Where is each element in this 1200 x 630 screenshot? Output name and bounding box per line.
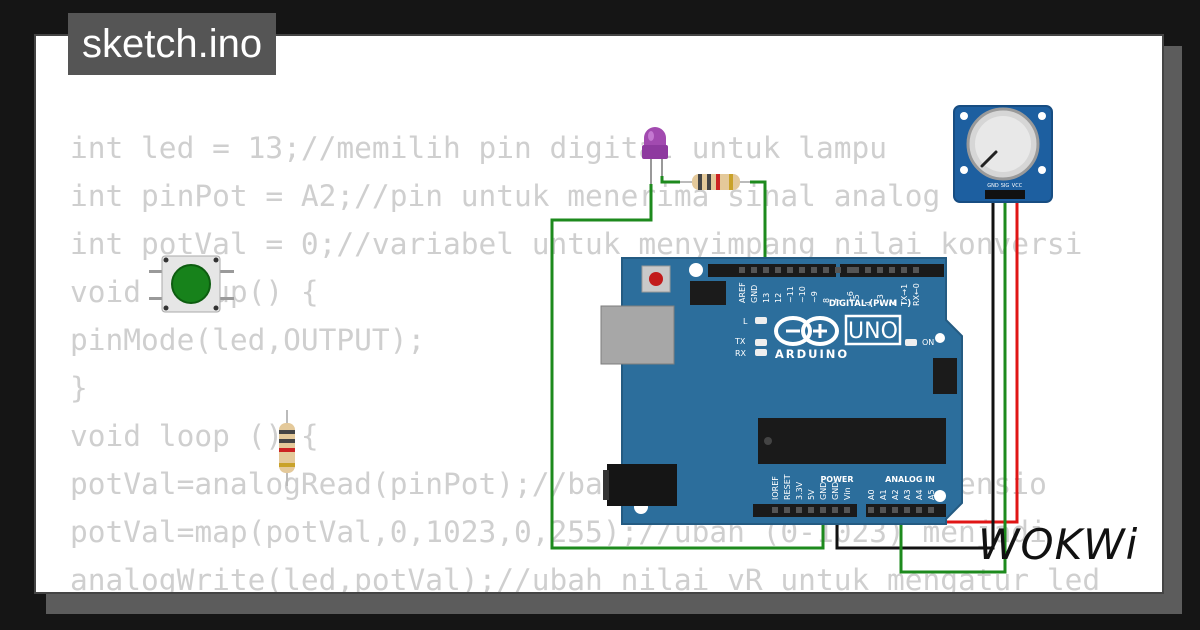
pin-label: ~9 bbox=[810, 291, 819, 303]
pin-label: A5 bbox=[927, 489, 936, 500]
header-pin[interactable] bbox=[787, 267, 793, 273]
pin-label: ~10 bbox=[798, 286, 807, 303]
wokwi-watermark: WOKWi bbox=[978, 520, 1139, 569]
header-pin[interactable] bbox=[772, 507, 778, 513]
pin-label: 12 bbox=[774, 293, 783, 303]
header-pin[interactable] bbox=[808, 507, 814, 513]
code-line: int potVal = 0;//variabel untuk menyimpa… bbox=[70, 227, 1083, 261]
pin-label: 2 bbox=[888, 301, 897, 306]
code-line: int pinPot = A2;//pin untuk menerima sin… bbox=[70, 179, 941, 213]
header-pin[interactable] bbox=[853, 267, 859, 273]
code-line: pinMode(led,OUTPUT); bbox=[70, 323, 426, 357]
pin-label: 13 bbox=[762, 293, 771, 303]
pin-label: RESET bbox=[783, 474, 792, 500]
pin-label: Vin bbox=[843, 487, 852, 500]
pin-label: IOREF bbox=[771, 476, 780, 500]
pot-pin-sig: SIG bbox=[1001, 183, 1010, 189]
header-pin[interactable] bbox=[877, 267, 883, 273]
header-pin[interactable] bbox=[835, 267, 841, 273]
pin-label: A1 bbox=[879, 489, 888, 500]
header-pin[interactable] bbox=[811, 267, 817, 273]
arduino-uno-board[interactable]: UNO ARDUINO DIGITAL (PWM ~) POWER ANALOG… bbox=[600, 257, 963, 525]
pin-label: GND bbox=[819, 482, 828, 500]
pin-label: AREF bbox=[738, 282, 747, 303]
header-pin[interactable] bbox=[784, 507, 790, 513]
pin-label: ~3 bbox=[876, 294, 885, 306]
file-name-tab: sketch.ino bbox=[68, 13, 277, 75]
header-pin[interactable] bbox=[928, 507, 934, 513]
header-pin[interactable] bbox=[889, 267, 895, 273]
resistor-vertical[interactable] bbox=[279, 410, 295, 486]
pot-pin-vcc: VCC bbox=[1012, 183, 1023, 189]
header-pin[interactable] bbox=[832, 507, 838, 513]
pin-label: 5V bbox=[807, 489, 816, 500]
header-pin[interactable] bbox=[847, 267, 853, 273]
pin-label: A2 bbox=[891, 489, 900, 500]
pin-label: ~5 bbox=[852, 294, 861, 306]
header-pin[interactable] bbox=[913, 267, 919, 273]
potentiometer-module[interactable]: GND SIG VCC bbox=[953, 105, 1053, 203]
resistor-horizontal[interactable] bbox=[680, 174, 750, 190]
push-button[interactable] bbox=[149, 255, 234, 313]
header-pin[interactable] bbox=[844, 507, 850, 513]
led-rx-label: RX bbox=[735, 349, 747, 358]
header-pin[interactable] bbox=[775, 267, 781, 273]
header-pin[interactable] bbox=[868, 507, 874, 513]
pin-label: A4 bbox=[915, 489, 924, 500]
header-pin[interactable] bbox=[799, 267, 805, 273]
power-section-label: POWER bbox=[820, 475, 853, 484]
board-model-label: UNO bbox=[848, 319, 898, 344]
pin-label: A3 bbox=[903, 489, 912, 500]
header-pin[interactable] bbox=[901, 267, 907, 273]
header-pin[interactable] bbox=[916, 507, 922, 513]
pin-label: 8 bbox=[822, 298, 831, 303]
knob-indicator bbox=[980, 150, 998, 168]
led-tx-label: TX bbox=[734, 337, 746, 346]
code-line: int led = 13;//memilih pin digital untuk… bbox=[70, 131, 887, 165]
header-pin[interactable] bbox=[865, 267, 871, 273]
header-pin[interactable] bbox=[880, 507, 886, 513]
led-on-label: ON bbox=[922, 338, 934, 347]
pin-label: 4 bbox=[864, 301, 873, 306]
digital-section-label: DIGITAL (PWM ~) bbox=[829, 299, 911, 309]
board-brand-label: ARDUINO bbox=[775, 347, 849, 361]
pin-label: A0 bbox=[867, 489, 876, 500]
pot-pin-gnd: GND bbox=[987, 183, 999, 189]
arduino-logo-icon bbox=[774, 316, 839, 346]
header-pin[interactable] bbox=[763, 267, 769, 273]
pin-label: GND bbox=[750, 285, 759, 303]
pin-label: ~11 bbox=[786, 286, 795, 303]
pin-label: GND bbox=[831, 482, 840, 500]
pin-label: ~6 bbox=[846, 291, 855, 303]
code-line: } bbox=[70, 371, 88, 405]
code-line: analogWrite(led,potVal);//ubah nilai vR … bbox=[70, 563, 1101, 594]
header-pin[interactable] bbox=[823, 267, 829, 273]
pin-label: 3.3V bbox=[795, 481, 804, 500]
pin-label: 7 bbox=[834, 298, 843, 303]
header-pin[interactable] bbox=[820, 507, 826, 513]
led-l-label: L bbox=[743, 317, 748, 326]
header-pin[interactable] bbox=[892, 507, 898, 513]
analog-section-label: ANALOG IN bbox=[885, 475, 935, 484]
led-purple[interactable] bbox=[642, 127, 668, 184]
pin-label: RX←0 bbox=[912, 283, 921, 306]
header-pin[interactable] bbox=[751, 267, 757, 273]
pin-label: TX→1 bbox=[900, 284, 909, 307]
header-pin[interactable] bbox=[796, 507, 802, 513]
header-pin[interactable] bbox=[904, 507, 910, 513]
header-pin[interactable] bbox=[739, 267, 745, 273]
code-line: void loop () { bbox=[70, 419, 319, 453]
